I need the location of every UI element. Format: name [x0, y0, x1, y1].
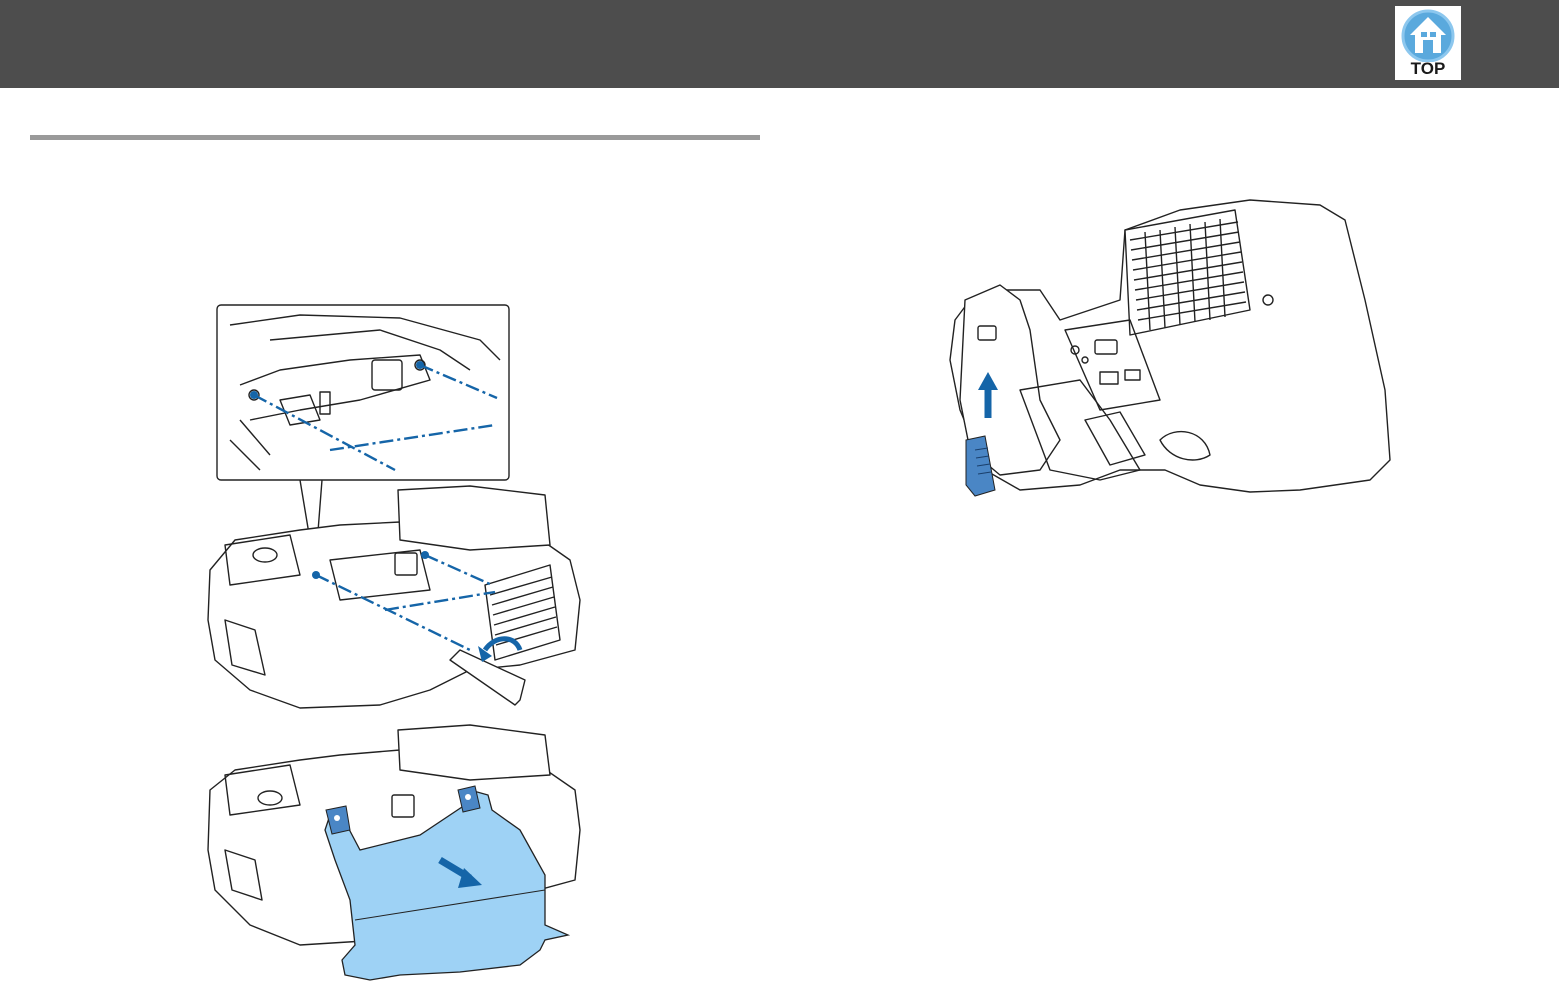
- top-button[interactable]: TOP: [1395, 6, 1461, 80]
- section-divider: [30, 135, 760, 140]
- page-header-bar: [0, 0, 1559, 88]
- top-button-label: TOP: [1395, 59, 1461, 79]
- projector-cable-cover-illustration: [200, 300, 600, 990]
- projector-wireless-module-illustration: [930, 195, 1400, 515]
- house-icon: [1395, 6, 1461, 62]
